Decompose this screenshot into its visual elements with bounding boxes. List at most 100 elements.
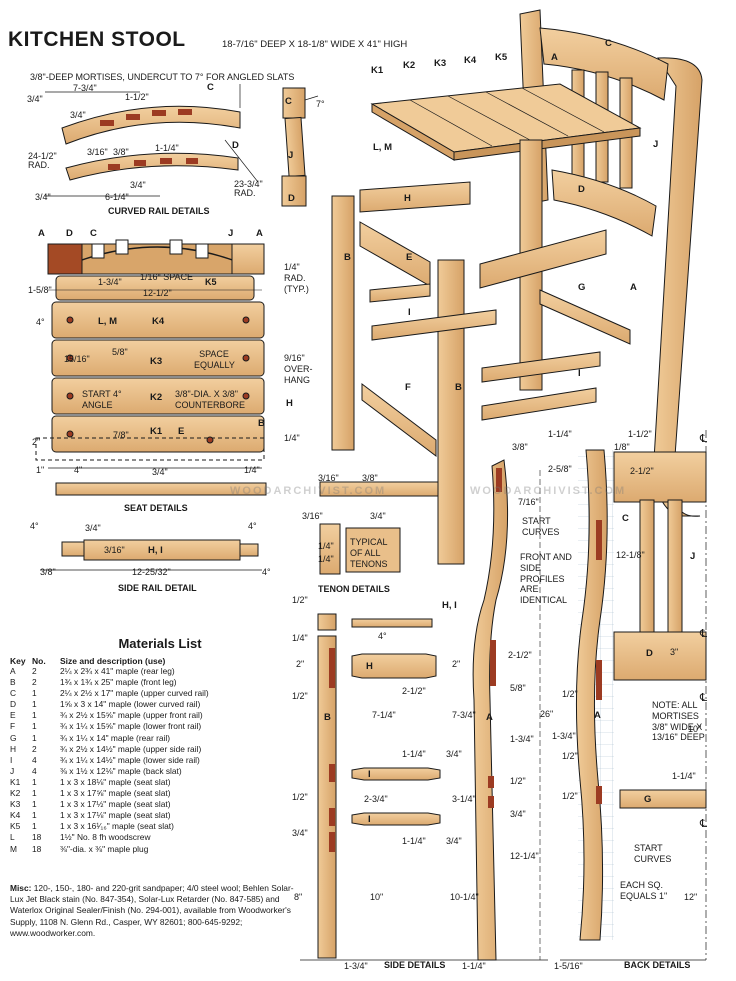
part-label: K2: [403, 60, 416, 71]
part-label: J: [288, 150, 294, 161]
dim-label: 3/8": [113, 147, 129, 157]
part-label: D: [66, 228, 73, 239]
materials-cell-key: K2: [10, 788, 21, 799]
part-label: B: [258, 418, 265, 429]
part-label: H, I: [148, 545, 163, 556]
materials-cell-desc: 1 x 3 x 17½" maple (seat slat): [60, 799, 171, 810]
dim-label: 1/2": [292, 792, 308, 802]
dim-label: 1/2": [562, 689, 578, 699]
misc-text: 120-, 150-, 180- and 220-grit sandpaper;…: [10, 883, 294, 938]
dim-label: 2-1/2": [508, 650, 532, 660]
materials-cell-no: 1: [32, 732, 37, 743]
back-details-title: BACK DETAILS: [624, 960, 691, 970]
part-label: H, I: [442, 600, 457, 611]
part-label: D: [646, 648, 653, 659]
overall-dimensions: 18-7/16" DEEP X 18-1/8" WIDE X 41" HIGH: [222, 39, 408, 50]
dim-label: 12-1/4": [510, 851, 539, 861]
dim-label: 3/16": [302, 511, 323, 521]
dim-label: 1-1/4": [155, 143, 179, 153]
part-label: B: [455, 382, 462, 393]
dim-label: 1-1/4": [462, 961, 486, 971]
dim-label: 1": [36, 465, 45, 475]
part-label: D: [288, 193, 295, 204]
materials-cell-desc: 1½" No. 8 fh woodscrew: [60, 832, 151, 843]
part-label: A: [486, 712, 493, 723]
dim-label: 3/4": [85, 523, 101, 533]
dim-label: 7-1/4": [372, 710, 396, 720]
dim-label: 1/4": [318, 541, 334, 551]
materials-cell-desc: 1¾ x 1¾ x 25" maple (front leg): [60, 677, 177, 688]
part-label: K3: [150, 356, 163, 367]
materials-cell-desc: 1 x 3 x 18⅛" maple (seat slat): [60, 776, 171, 787]
dim-label: 1-1/2": [628, 429, 652, 439]
dim-label: 2": [32, 437, 41, 447]
side-details-title: SIDE DETAILS: [384, 960, 446, 970]
part-label: C: [207, 82, 214, 93]
materials-cell-no: 1: [32, 699, 37, 710]
dim-label: 2-5/8": [548, 464, 572, 474]
dim-label: 12-1/2": [143, 288, 172, 298]
dim-label: 3/4": [370, 511, 386, 521]
materials-cell-key: I: [10, 754, 13, 765]
dim-label: 4°: [30, 521, 39, 531]
part-label: B: [324, 712, 331, 723]
dim-label: 2-1/2": [402, 686, 426, 696]
part-label: C: [622, 513, 629, 524]
dim-label: 1/4": [284, 433, 300, 443]
materials-cell-key: F: [10, 721, 16, 732]
dim-label: 3/8": [362, 473, 378, 483]
col-no: No.: [32, 656, 46, 666]
dim-label: 3/4": [35, 192, 51, 202]
dim-label: 3/16": [87, 147, 108, 157]
materials-cell-key: K4: [10, 810, 21, 821]
materials-cell-no: 1: [32, 799, 37, 810]
mortise-note: NOTE: ALL MORTISES 3/8" WIDE X 13/16" DE…: [652, 700, 705, 743]
centerline-mark: ℄: [700, 692, 708, 704]
dim-label: 10": [688, 724, 702, 734]
dim-label: 1/8": [614, 442, 630, 452]
part-label: K5: [495, 52, 508, 63]
dim-label: 1-5/16": [554, 961, 583, 971]
dim-label: 1-1/4": [402, 749, 426, 759]
part-label: I: [368, 769, 371, 780]
grid-note: EACH SQ. EQUALS 1": [620, 880, 668, 901]
dim-label: START 4° ANGLE: [82, 389, 122, 410]
materials-cell-desc: 1 x 3 x 17⅛" maple (seat slat): [60, 810, 171, 821]
dim-label: 1/2": [292, 691, 308, 701]
page-title: KITCHEN STOOL: [8, 28, 186, 51]
dim-label: 1-3/4": [98, 277, 122, 287]
curved-rail-title: CURVED RAIL DETAILS: [108, 206, 210, 216]
centerline-mark: ℄: [700, 818, 708, 830]
dim-label: 1-3/4": [552, 731, 576, 741]
materials-cell-desc: 1 x 3 x 16¹⁄₁₆" maple (seat slat): [60, 821, 174, 832]
materials-cell-desc: ⅜"-dia. x ⅜" maple plug: [60, 843, 149, 854]
materials-cell-no: 18: [32, 843, 42, 854]
part-label: E: [406, 252, 413, 263]
dim-label: 6-1/4": [105, 192, 129, 202]
part-label: K5: [205, 277, 217, 287]
assembly-drawing: [331, 9, 703, 565]
materials-cell-desc: ¾ x 1¼ x 15⅝" maple (lower front rail): [60, 721, 202, 732]
dim-label: 3/4": [27, 94, 43, 104]
part-label: K1: [150, 426, 163, 437]
dim-label: 7/8": [113, 430, 129, 440]
tenon-drawing: [319, 481, 441, 575]
part-label: K4: [464, 55, 477, 66]
curve-note: START CURVES: [634, 843, 672, 864]
dim-label: 9/16" OVER-HANG: [284, 353, 313, 385]
dim-label: 12": [684, 892, 698, 902]
dim-label: 15/16": [64, 354, 90, 364]
dim-label: 7-3/4": [73, 83, 97, 93]
part-label: J: [653, 139, 659, 150]
part-label: L, M: [98, 316, 117, 327]
dim-label: 26": [540, 709, 554, 719]
dim-label: 10-1/4": [450, 892, 479, 902]
